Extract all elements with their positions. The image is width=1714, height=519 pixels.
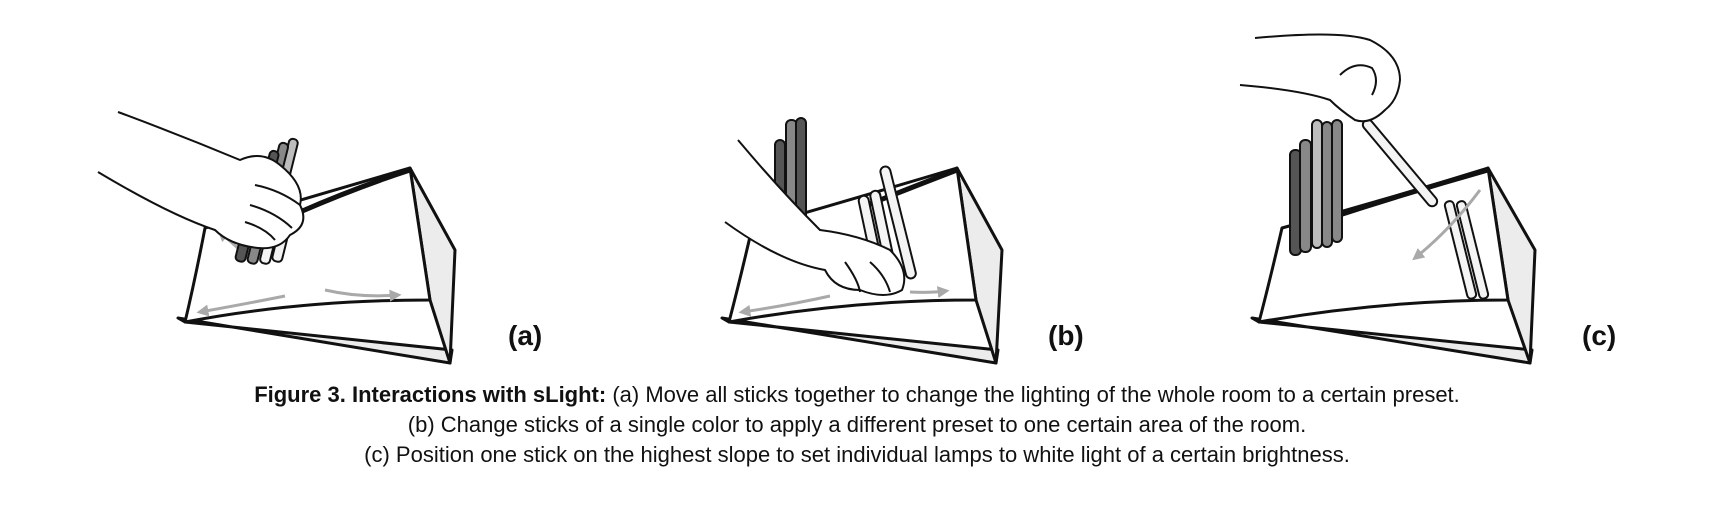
caption-line-2: (b) Change sticks of a single color to a… [407, 412, 1307, 437]
panel-b-tray-base [720, 316, 1000, 365]
panel-b-arrow-right [909, 286, 950, 298]
panel-b-hand [724, 139, 906, 296]
panel-c-stick-group [1289, 119, 1343, 256]
caption-line-3: (c) Position one stick on the highest sl… [364, 442, 1350, 467]
caption-line-1: Figure 3. Interactions with sLight: (a) … [0, 380, 1714, 410]
panel-c-hand [1239, 33, 1401, 123]
panel-b-illustration [720, 117, 1004, 365]
panel-a-tray-base [176, 316, 454, 365]
panel-a-illustration [97, 111, 457, 365]
panel-label-c: (c) [1582, 320, 1617, 351]
panel-c-arrow [1412, 189, 1482, 261]
panel-b-arrow-left [738, 294, 831, 317]
panel-label-b: (b) [1048, 320, 1084, 351]
panel-c-tray-base [1250, 316, 1534, 365]
figure-caption: Figure 3. Interactions with sLight: (a) … [0, 380, 1714, 470]
panel-a-arrow-right [324, 288, 402, 302]
panel-a-arrow-left [196, 294, 286, 317]
panel-label-a: (a) [508, 320, 543, 351]
caption-figure-label: Figure 3. Interactions with sLight: [254, 382, 607, 407]
panel-c-slope-sticks [1443, 200, 1490, 300]
figure-illustration [97, 33, 1537, 365]
panel-c-illustration [1239, 33, 1537, 365]
panel-a-hand [97, 111, 305, 250]
caption-text-a: (a) Move all sticks together to change t… [606, 382, 1460, 407]
